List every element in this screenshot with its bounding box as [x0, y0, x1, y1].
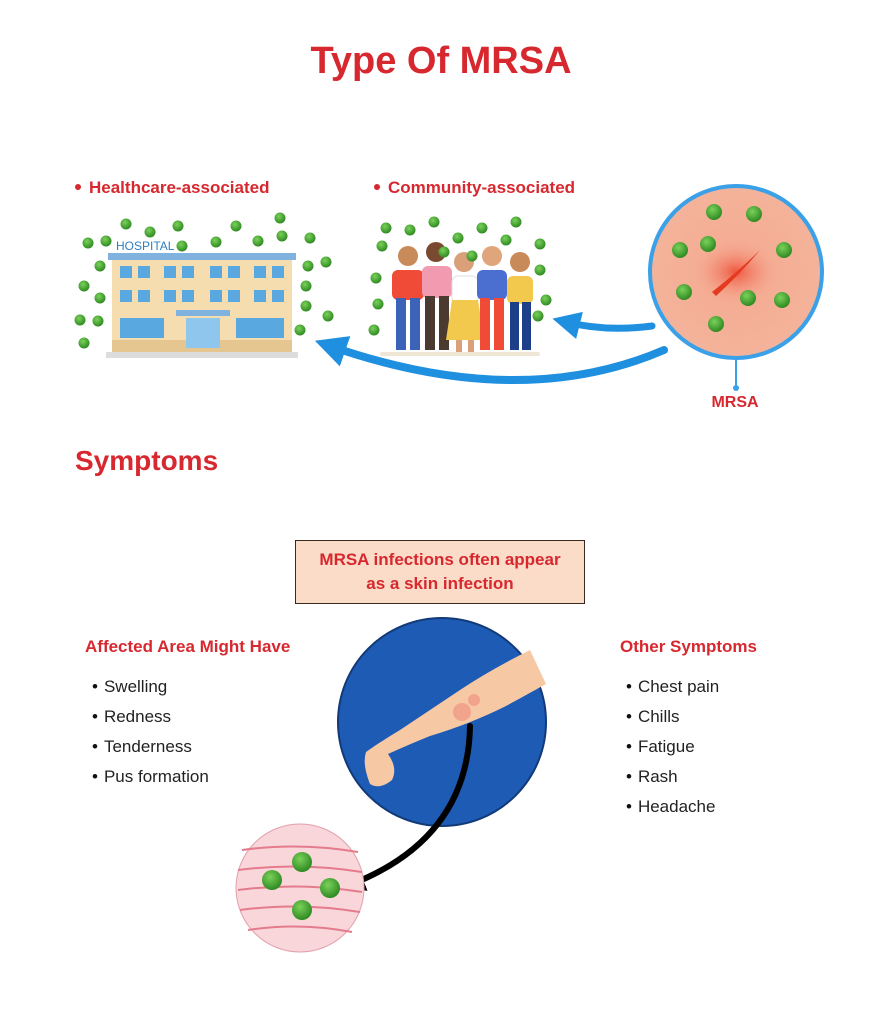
callout-line-1: MRSA infections often appear: [319, 550, 561, 569]
page-title: Type Of MRSA: [310, 40, 572, 82]
mrsa-label: MRSA: [711, 394, 759, 411]
wound-icon: [712, 250, 760, 296]
list-item: Pus formation: [92, 762, 209, 792]
skin-zoom-circle: [235, 823, 365, 953]
callout-line-2: as a skin infection: [366, 574, 514, 593]
list-item: Redness: [92, 702, 209, 732]
community-associated-text: Community-associated: [388, 178, 576, 197]
list-item: Swelling: [92, 672, 209, 702]
blue-arrows: [314, 311, 668, 385]
arm-icon: [364, 650, 546, 787]
healthcare-associated-label: Healthcare-associated: [75, 178, 269, 198]
affected-area-heading: Affected Area Might Have: [85, 637, 291, 656]
affected-area-list: Swelling Redness Tenderness Pus formatio…: [92, 672, 209, 792]
other-symptoms-heading: Other Symptoms: [620, 637, 757, 656]
hospital-sign: HOSPITAL: [116, 239, 175, 253]
skin-bacteria: [262, 852, 340, 920]
bullet-dot-icon: [75, 183, 81, 190]
symptoms-heading: Symptoms: [75, 445, 219, 476]
mrsa-circle: [648, 184, 824, 391]
mrsa-bacteria: [672, 204, 792, 332]
list-item: Rash: [626, 762, 719, 792]
healthcare-associated-text: Healthcare-associated: [89, 178, 270, 197]
community-associated-label: Community-associated: [374, 178, 575, 198]
bullet-dot-icon: [374, 183, 380, 190]
list-item: Chest pain: [626, 672, 719, 702]
list-item: Fatigue: [626, 732, 719, 762]
list-item: Headache: [626, 792, 719, 822]
list-item: Chills: [626, 702, 719, 732]
bacteria-icon: [74, 212, 552, 349]
skin-infection-callout: MRSA infections often appear as a skin i…: [295, 540, 585, 604]
list-item: Tenderness: [92, 732, 209, 762]
people-group-icon: [380, 242, 540, 356]
hospital-icon: HOSPITAL: [106, 239, 298, 358]
arm-circle: [337, 617, 547, 891]
other-symptoms-list: Chest pain Chills Fatigue Rash Headache: [626, 672, 719, 822]
